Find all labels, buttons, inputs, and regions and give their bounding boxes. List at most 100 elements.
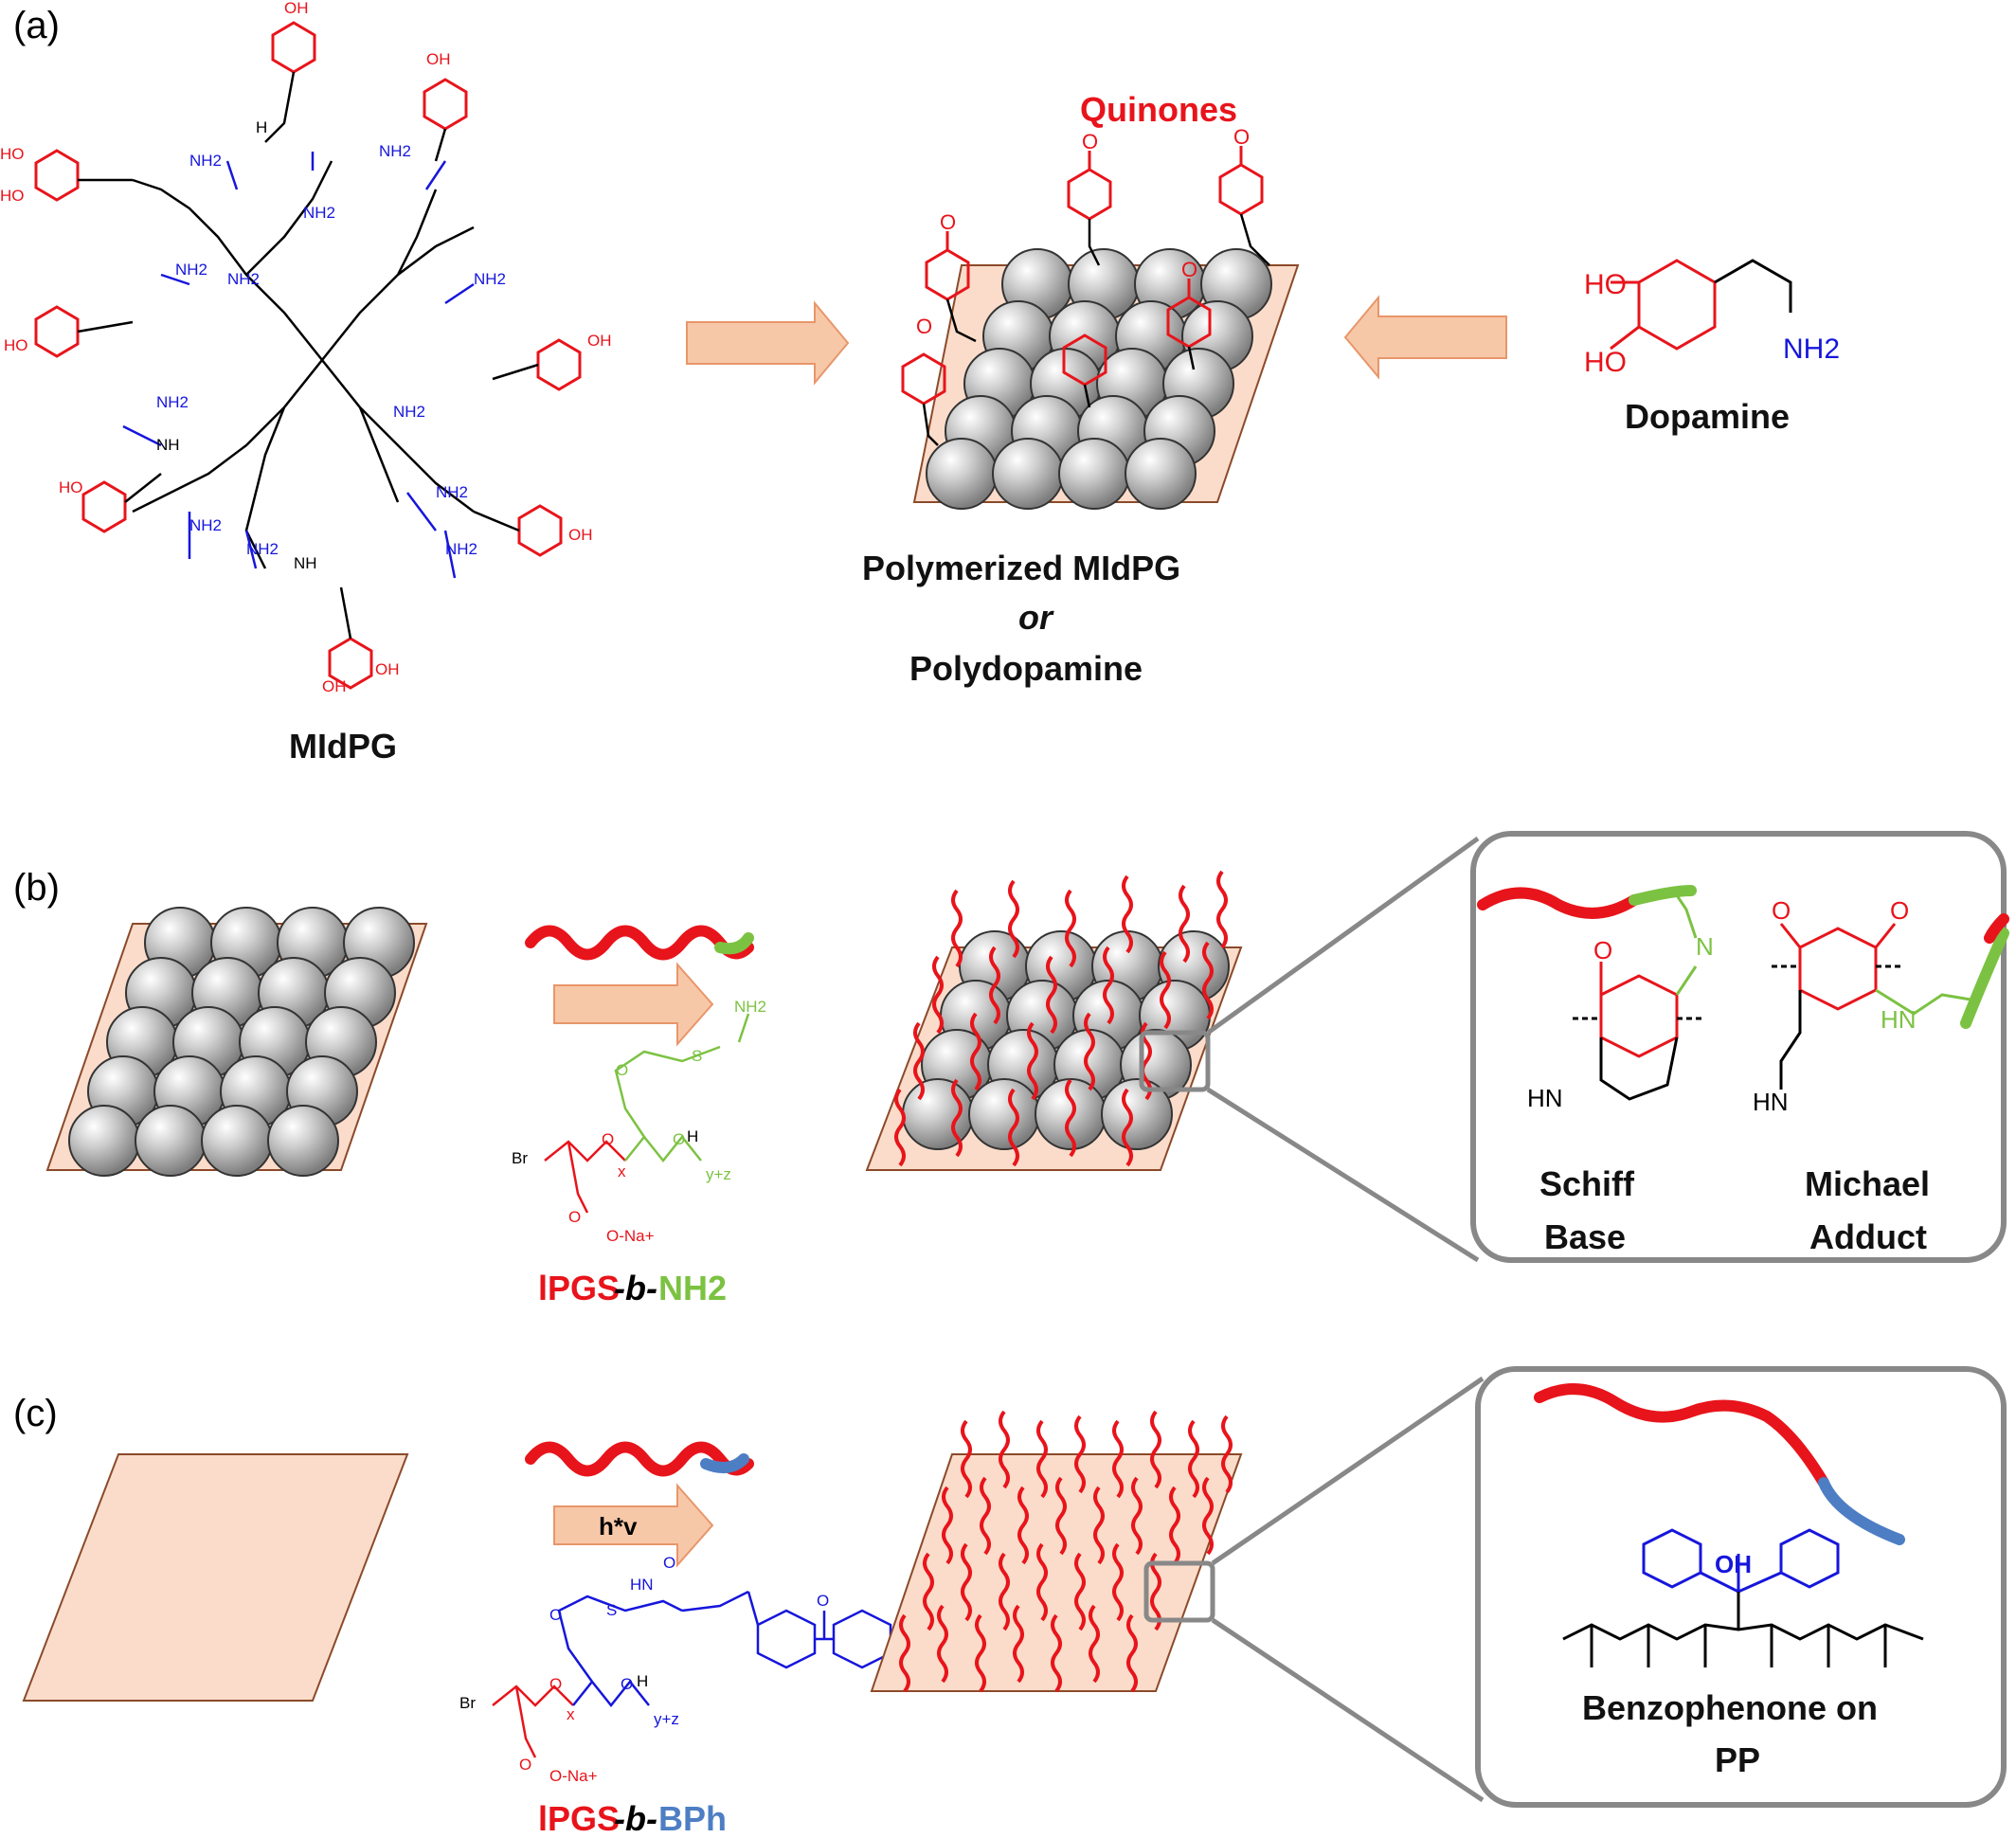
lpgs-nh2-structure bbox=[544, 1013, 750, 1214]
panel-b-tag: (b) bbox=[13, 867, 60, 909]
dopamine-structure: HO HO NH2 bbox=[1584, 259, 1840, 378]
panel-a-tag: (a) bbox=[13, 5, 60, 46]
svg-text:O: O bbox=[1181, 258, 1197, 281]
svg-text:NH2: NH2 bbox=[303, 204, 335, 222]
svg-text:OH: OH bbox=[284, 0, 309, 17]
lpgs-b-bph-label: lPGS -b- BPh bbox=[538, 1799, 727, 1838]
svg-text:O: O bbox=[602, 1130, 614, 1148]
benzophenone-label-1: Benzophenone on bbox=[1582, 1688, 1878, 1727]
michael-label-2: Adduct bbox=[1809, 1217, 1927, 1256]
svg-text:O: O bbox=[549, 1675, 562, 1693]
svg-text:O: O bbox=[1772, 896, 1791, 925]
dopamine-label: Dopamine bbox=[1625, 397, 1790, 436]
polymer-chain-c bbox=[525, 1441, 754, 1477]
svg-text:NH2: NH2 bbox=[175, 261, 207, 279]
lpgs-b-nh2-label: lPGS -b- NH2 bbox=[538, 1269, 727, 1307]
svg-text:-b-: -b- bbox=[614, 1269, 657, 1307]
substrate-c-grafted bbox=[870, 1453, 1243, 1692]
svg-text:NH2: NH2 bbox=[474, 270, 506, 288]
svg-text:H: H bbox=[256, 118, 267, 136]
svg-text:O: O bbox=[916, 315, 932, 338]
svg-text:H: H bbox=[637, 1672, 648, 1690]
svg-text:HO: HO bbox=[0, 145, 25, 163]
svg-text:O: O bbox=[616, 1061, 628, 1079]
svg-text:NH2: NH2 bbox=[246, 540, 279, 558]
svg-text:OH: OH bbox=[587, 332, 612, 350]
polymerized-label-2: or bbox=[1018, 598, 1054, 637]
svg-text:O: O bbox=[817, 1592, 829, 1610]
svg-text:OH: OH bbox=[1715, 1550, 1752, 1578]
svg-text:HN: HN bbox=[1881, 1005, 1917, 1034]
hv-label: h*v bbox=[599, 1512, 638, 1541]
spheres-b bbox=[68, 907, 415, 1177]
svg-text:O: O bbox=[519, 1756, 531, 1774]
svg-text:OH: OH bbox=[568, 526, 593, 544]
inset-c bbox=[1475, 1366, 2007, 1808]
panel-c-tag: (c) bbox=[13, 1393, 58, 1434]
mldpg-structure bbox=[34, 21, 582, 690]
zoom-box-b bbox=[1139, 1030, 1211, 1092]
svg-text:HO: HO bbox=[4, 336, 28, 354]
svg-text:lPGS: lPGS bbox=[538, 1269, 620, 1307]
svg-text:NH2: NH2 bbox=[189, 516, 222, 534]
svg-text:x: x bbox=[618, 1162, 626, 1180]
svg-text:NH2: NH2 bbox=[156, 393, 189, 411]
svg-text:O-Na+: O-Na+ bbox=[606, 1227, 655, 1245]
svg-text:NH2: NH2 bbox=[227, 270, 260, 288]
lpgs-nh2-atoms: Br O x O H y+z O S NH2 O O-Na+ bbox=[512, 998, 766, 1245]
michael-label-1: Michael bbox=[1805, 1164, 1930, 1203]
michael-adduct-structure bbox=[1772, 923, 1971, 1090]
svg-text:NH2: NH2 bbox=[379, 142, 411, 160]
svg-text:y+z: y+z bbox=[706, 1165, 731, 1183]
mldpg-atom-labels: OH OH HO HO HO OH HO OH OH OH NH2 NH2 NH… bbox=[0, 0, 612, 695]
lpgs-bph-structure bbox=[492, 1590, 892, 1758]
svg-text:NH2: NH2 bbox=[189, 152, 222, 170]
svg-text:HN: HN bbox=[630, 1576, 654, 1594]
svg-text:BPh: BPh bbox=[658, 1799, 727, 1838]
svg-text:NH2: NH2 bbox=[658, 1269, 727, 1307]
polymerized-label-1: Polymerized MIdPG bbox=[862, 549, 1180, 587]
svg-text:NH2: NH2 bbox=[436, 483, 468, 501]
svg-text:HO: HO bbox=[1584, 269, 1627, 300]
svg-text:HN: HN bbox=[1527, 1084, 1563, 1112]
svg-text:NH2: NH2 bbox=[734, 998, 766, 1016]
svg-text:O: O bbox=[940, 210, 956, 234]
svg-text:H: H bbox=[687, 1127, 698, 1145]
panel-a: (a) OH OH HO HO HO OH HO OH bbox=[0, 0, 1840, 766]
polymerized-label-3: Polydopamine bbox=[909, 649, 1143, 688]
mldpg-label: MIdPG bbox=[289, 727, 397, 766]
svg-text:HO: HO bbox=[59, 478, 83, 496]
svg-text:O: O bbox=[1082, 130, 1098, 153]
svg-text:NH: NH bbox=[294, 554, 317, 572]
svg-text:lPGS: lPGS bbox=[538, 1799, 620, 1838]
svg-text:NH: NH bbox=[156, 436, 180, 454]
schiff-base-structure bbox=[1573, 894, 1705, 1101]
schiff-label-1: Schiff bbox=[1539, 1164, 1635, 1203]
svg-text:OH: OH bbox=[322, 677, 347, 695]
svg-text:Br: Br bbox=[459, 1694, 476, 1712]
substrate-c bbox=[22, 1453, 409, 1702]
svg-text:HO: HO bbox=[1584, 347, 1627, 378]
inset-b bbox=[1470, 831, 2007, 1263]
lpgs-bph-atoms: Br O x O H y+z O S HN O O O O-Na+ bbox=[459, 1554, 829, 1785]
svg-text:OH: OH bbox=[375, 660, 400, 678]
svg-text:x: x bbox=[567, 1705, 575, 1723]
benzophenone-structure bbox=[1562, 1528, 1924, 1667]
svg-text:HN: HN bbox=[1753, 1088, 1789, 1116]
zoom-box-c bbox=[1143, 1560, 1215, 1623]
arrow-b bbox=[553, 962, 714, 1047]
svg-text:-b-: -b- bbox=[614, 1799, 657, 1838]
svg-text:y+z: y+z bbox=[654, 1710, 679, 1728]
quinones-label: Quinones bbox=[1080, 90, 1237, 129]
panel-b: (b) Br O x O H y+z O S NH2 bbox=[13, 831, 2009, 1307]
svg-text:Br: Br bbox=[512, 1149, 528, 1167]
svg-text:O: O bbox=[549, 1606, 562, 1624]
svg-text:O: O bbox=[673, 1130, 685, 1148]
svg-text:HO: HO bbox=[0, 187, 25, 205]
svg-text:O: O bbox=[568, 1208, 581, 1226]
svg-text:O: O bbox=[663, 1554, 675, 1572]
svg-text:N: N bbox=[1696, 932, 1714, 961]
svg-text:O: O bbox=[1233, 125, 1250, 149]
svg-text:NH2: NH2 bbox=[1783, 333, 1840, 365]
